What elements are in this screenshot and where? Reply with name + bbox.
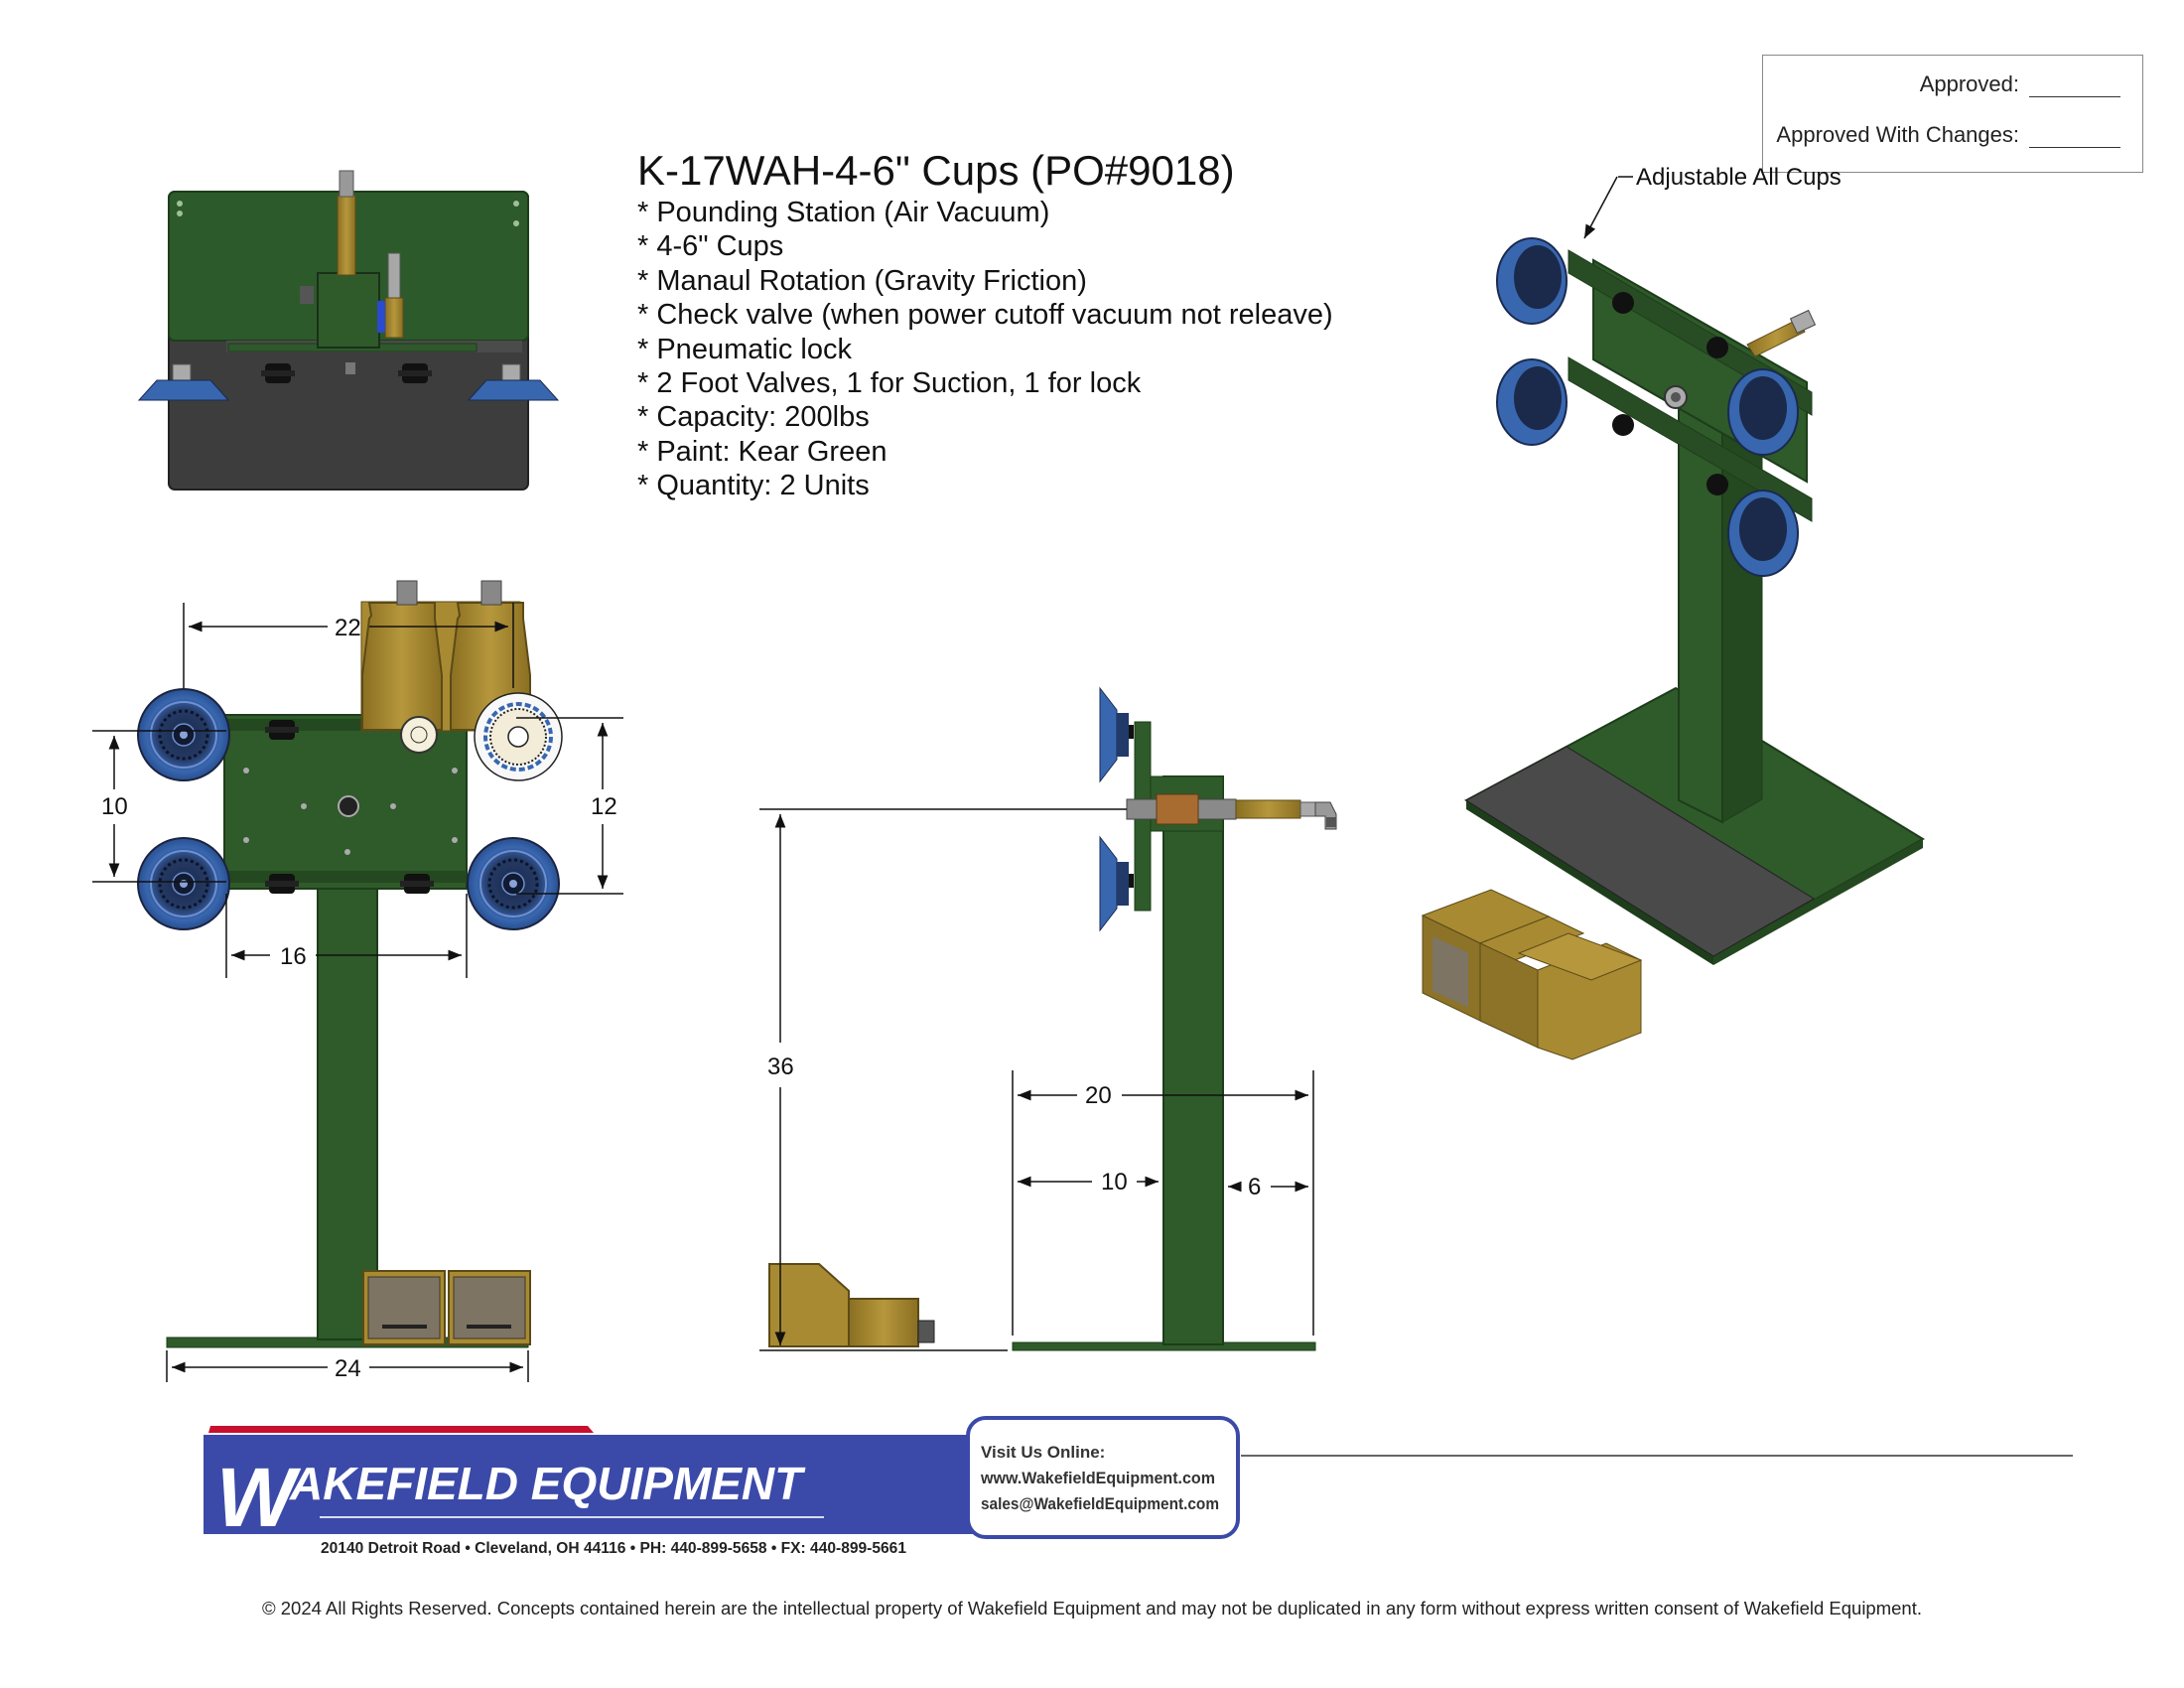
dim-cup-spacing-width: 22: [335, 615, 361, 641]
logo-visit-label: Visit Us Online:: [981, 1443, 1105, 1462]
spec-block: K-17WAH-4-6" Cups (PO#9018) * Pounding S…: [637, 146, 1333, 503]
dimension-lines: [92, 603, 1314, 1382]
approved-signature-line[interactable]: [2029, 78, 2120, 97]
spec-line: * Manaul Rotation (Gravity Friction): [637, 264, 1087, 297]
approved-with-changes-label: Approved With Changes:: [1776, 122, 2019, 147]
front-view: [136, 580, 563, 1348]
spec-line: * 4-6" Cups: [637, 230, 784, 263]
side-view: [768, 686, 1337, 1351]
dim-frame-height-left: 10: [101, 793, 128, 820]
approved-row: Approved:: [1920, 71, 2120, 97]
dim-rear-offset: 6: [1248, 1174, 1261, 1200]
spec-line: * Pneumatic lock: [637, 333, 852, 365]
company-logo: W AKEFIELD EQUIPMENT 20140 Detroit Road …: [204, 1416, 1240, 1557]
approved-label: Approved:: [1919, 71, 2019, 96]
spec-line: * 2 Foot Valves, 1 for Suction, 1 for lo…: [637, 367, 1142, 400]
approval-box: Approved: Approved With Changes:: [1762, 55, 2143, 173]
approved-with-changes-signature-line[interactable]: [2029, 129, 2120, 148]
spec-line: * Paint: Kear Green: [637, 435, 887, 468]
logo-company-name: AKEFIELD EQUIPMENT: [289, 1458, 806, 1509]
dim-frame-width: 16: [280, 943, 307, 970]
isometric-view: [1421, 237, 1925, 1060]
copyright-notice: © 2024 All Rights Reserved. Concepts con…: [261, 1598, 1922, 1618]
dimension-labels: 22 10 12 16 24 36 20 10 6: [101, 615, 1261, 1382]
spec-line: * Check valve (when power cutoff vacuum …: [637, 299, 1333, 332]
top-view: [137, 170, 560, 491]
dim-base-depth: 20: [1085, 1082, 1112, 1109]
dim-frame-height-right: 12: [591, 793, 617, 820]
dim-base-width: 24: [335, 1355, 361, 1382]
logo-website-link[interactable]: www.WakefieldEquipment.com: [980, 1469, 1215, 1487]
spec-line: * Pounding Station (Air Vacuum): [637, 197, 1050, 228]
callout-adjustable-cups: Adjustable All Cups: [1636, 164, 1842, 191]
logo-email-link[interactable]: sales@WakefieldEquipment.com: [981, 1494, 1219, 1513]
spec-line: * Capacity: 200lbs: [637, 401, 870, 434]
logo-address: 20140 Detroit Road • Cleveland, OH 44116…: [321, 1540, 906, 1557]
dim-overall-height: 36: [767, 1054, 794, 1080]
dim-front-offset: 10: [1101, 1169, 1128, 1196]
drawing-title: K-17WAH-4-6" Cups (PO#9018): [637, 147, 1235, 194]
approved-with-changes-row: Approved With Changes:: [1776, 122, 2120, 148]
logo-initial: W: [216, 1451, 302, 1544]
spec-line: * Quantity: 2 Units: [637, 470, 870, 502]
